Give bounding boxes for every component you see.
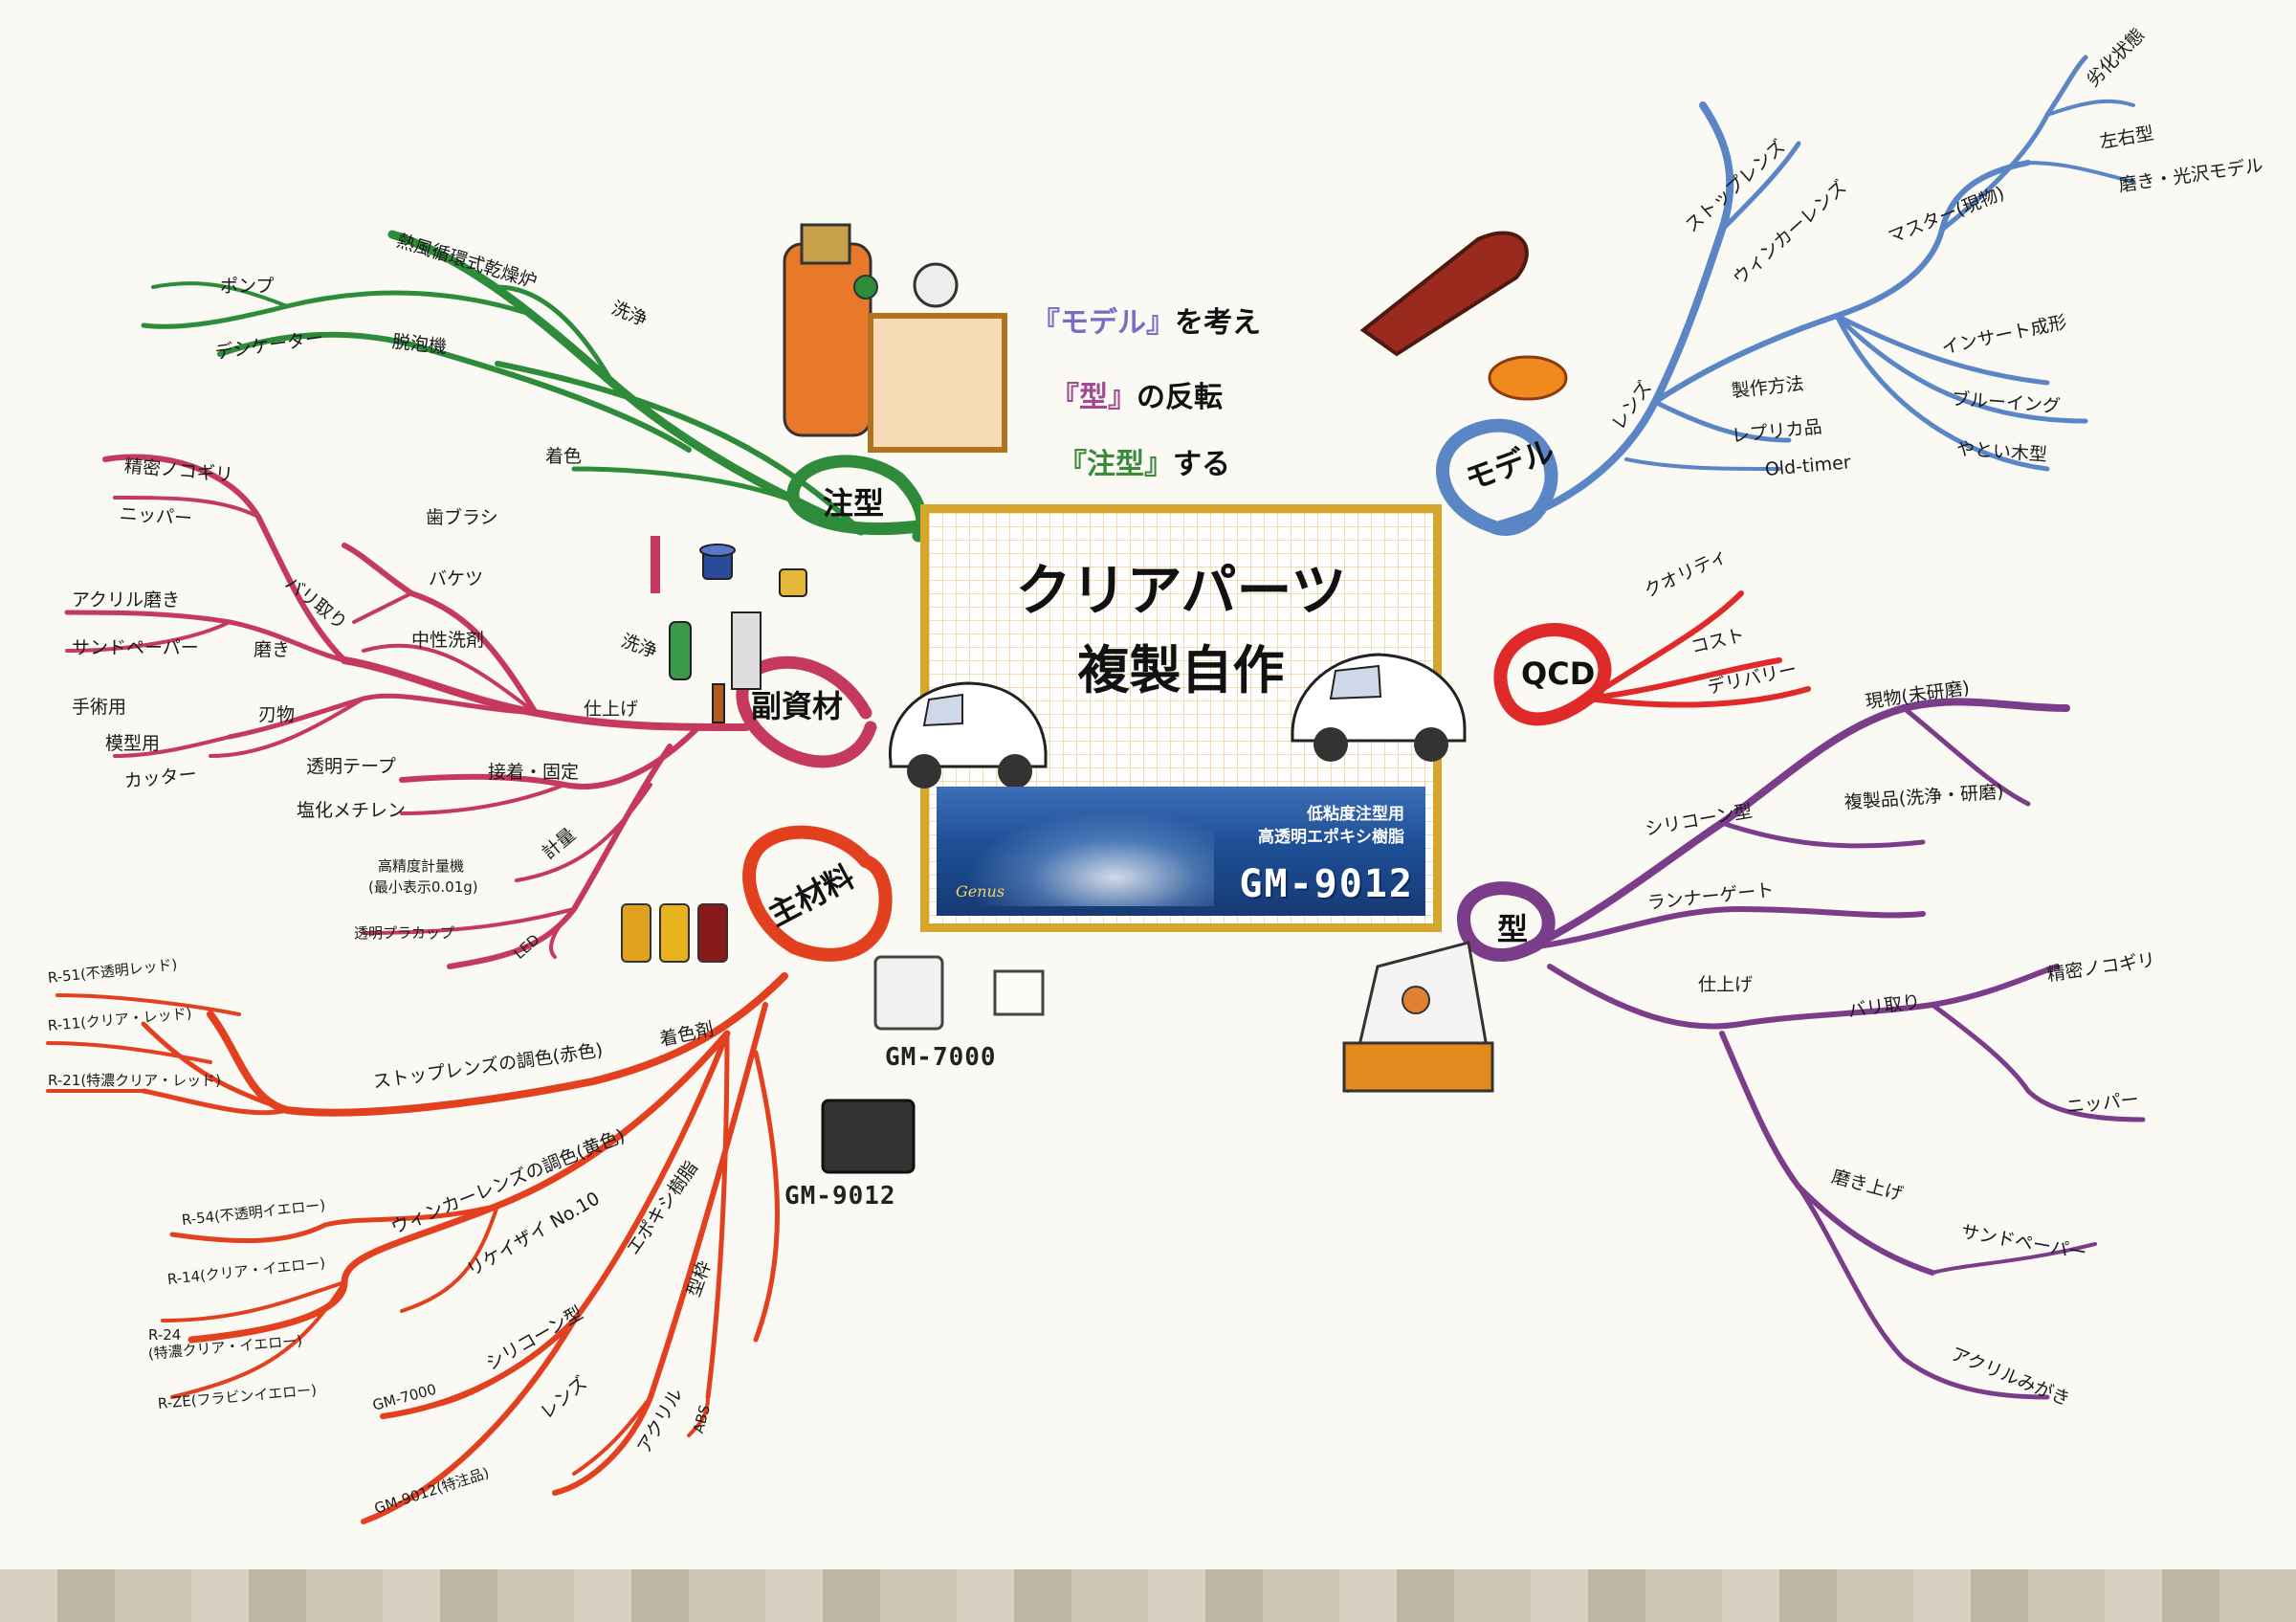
label-shuzairyo-7: R-24 [148,1326,182,1344]
label-fukushizai-10: 歯ブラシ [426,507,498,528]
hub-qcd: QCD [1521,655,1596,692]
branch-kata-lines [1527,698,2146,1400]
label-shuzairyo-2: R-21(特濃クリア・レッド) [48,1072,222,1089]
hub-kata: 型 [1497,911,1529,947]
product-line-2: 高透明エポキシ樹脂 [1258,828,1404,847]
branch-model-lines [1489,55,2135,530]
central-topic: クリアパーツ 複製自作 低粘度注型用 高透明エポキシ樹脂 Genus GM-90… [888,504,1467,932]
branch-chugata-lines [141,230,866,536]
branch-qcd-lines [1585,590,1811,708]
label-fukushizai-9: 刃物 [258,704,296,725]
label-chugata-5: 着色 [545,446,583,467]
label-fukushizai-14: 仕上げ [584,699,639,720]
label-fukushizai-19: (最小表示0.01g) [368,878,478,896]
label-fukushizai-17: 接着・固定 [488,762,580,783]
product-name: GM-9012 [1239,862,1414,906]
hub-loop-model [1436,418,1558,537]
hub-loop-shuzairyo [742,825,893,962]
label-kata-4: 仕上げ [1698,974,1754,995]
car-illustration-right [1291,653,1467,762]
tools-illustration [651,536,807,723]
branch-fukushizai-lines [64,454,750,969]
brand-logo: Genus [956,882,1005,900]
branch-shuzairyo-lines [46,972,788,1524]
label-fukushizai-18: 高精度計量機 [378,857,465,875]
product-panel: 低粘度注型用 高透明エポキシ樹脂 Genus GM-9012 [937,787,1425,916]
slogan-3-key: 『注型』 [1058,448,1173,481]
resin-cans-illustration [821,955,1045,1174]
label-fukushizai-7: 模型用 [105,733,161,754]
mold-frame-illustration [1342,941,1494,1094]
label-fukushizai-21: 透明プラカップ [354,924,455,942]
label-fukushizai-11: バケツ [429,568,484,589]
hub-fukushizai: 副資材 [751,688,844,724]
label-fukushizai-3: アクリル磨き [72,589,181,611]
label-chugata-2: ポンプ [220,276,275,297]
hub-loop-kata [1456,881,1556,963]
slogan-1-key: 『モデル』 [1031,306,1175,340]
label-fukushizai-6: 手術用 [72,697,127,718]
product-tag-gm7000: GM-7000 [885,1043,997,1072]
central-title: クリアパーツ [1015,558,1347,623]
hub-loop-qcd [1493,623,1612,726]
slogan-3: 『注型』する [1058,440,1230,482]
hub-loop-chugata [786,455,929,543]
label-fukushizai-16: 塩化メチレン [297,800,407,821]
product-line-1: 低粘度注型用 [1307,805,1404,824]
central-subtitle: 複製自作 [1077,640,1285,700]
car-illustration-left [888,681,1048,789]
resin-splash [965,811,1214,906]
label-fukushizai-15: 透明テープ [306,756,396,777]
slogan-1: 『モデル』を考え [1031,299,1261,341]
slogan-2: 『型』の反転 [1050,373,1223,415]
product-tag-gm9012: GM-9012 [784,1182,896,1211]
model-lens-illustration [1359,231,1568,401]
equipment-illustration [783,223,1007,453]
slogan-2-rest: の反転 [1137,381,1223,414]
hub-loop-fukushizai [736,655,877,768]
colorant-bottles-illustration [621,903,728,963]
label-fukushizai-12: 中性洗剤 [411,630,485,651]
label-fukushizai-5: 磨き [254,639,291,660]
decorative-bottom-strip [0,1569,2296,1622]
slogan-1-rest: を考え [1175,306,1261,340]
label-fukushizai-1: ニッパー [119,503,193,530]
hub-chugata: 注型 [823,485,885,522]
label-fukushizai-4: サンドペーパー [72,637,199,658]
slogan-3-rest: する [1173,448,1230,481]
slogan-2-key: 『型』 [1050,381,1137,414]
